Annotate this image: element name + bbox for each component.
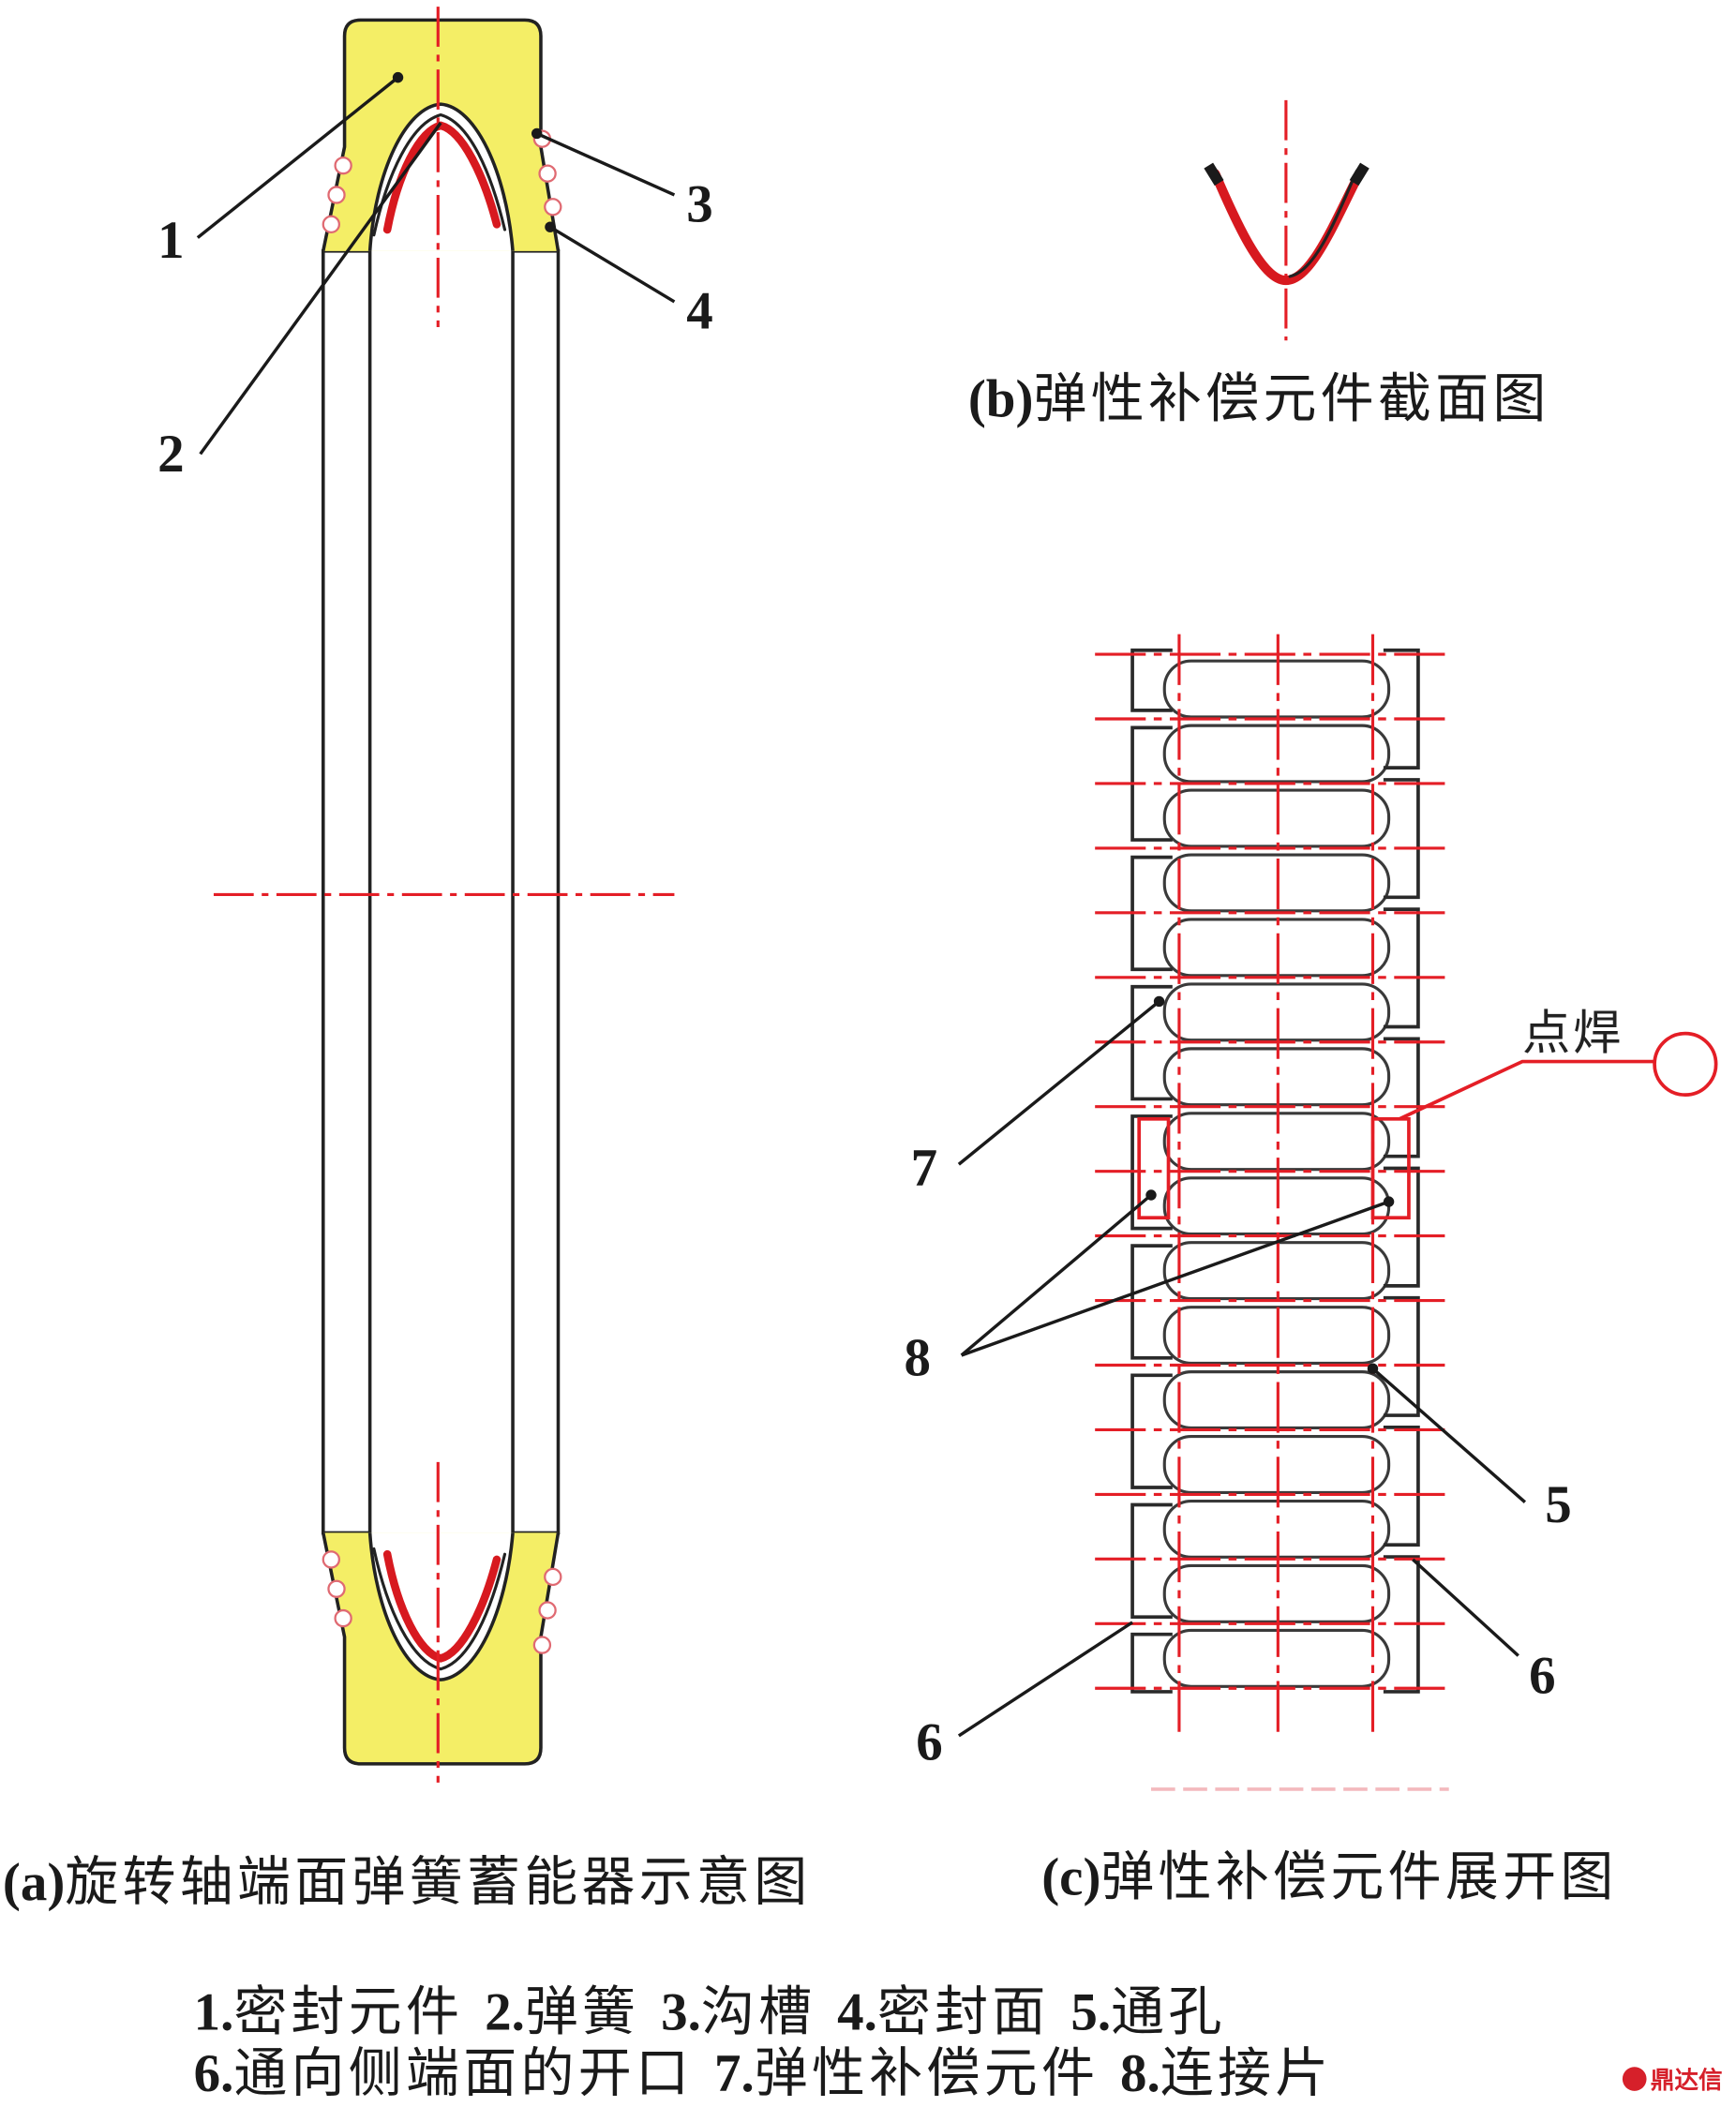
caption-b-label: (b): [968, 369, 1034, 428]
caption-b: (b)弹性补偿元件截面图: [968, 367, 1550, 429]
legend-text: 弹性补偿元件: [755, 2042, 1099, 2104]
legend-text: 通向侧端面的开口: [233, 2042, 693, 2104]
groove: [334, 156, 352, 175]
legend-line-1: 1.密封元件 2.弹簧 3.沟槽 4.密封面 5.通孔: [194, 1980, 1226, 2042]
left-tab: [1130, 1502, 1173, 1620]
legend-text: 弹簧: [525, 1980, 640, 2042]
spot-weld-leader: [1399, 1059, 1654, 1121]
spot-weld-label: 点焊: [1522, 1006, 1624, 1062]
callout-8: 8: [904, 1328, 930, 1387]
right-tab: [1383, 648, 1420, 770]
spot-weld-left: [1137, 1116, 1171, 1220]
legend-num: 5.: [1070, 1982, 1111, 2041]
spot-weld-right: [1370, 1116, 1411, 1220]
legend-num: 6.: [194, 2044, 234, 2103]
legend-text: 沟槽: [701, 1980, 816, 2042]
spot-weld-symbol: [1653, 1031, 1718, 1098]
callout-7: 7: [911, 1139, 937, 1198]
leader-8b: [961, 1200, 1390, 1357]
watermark-logo-icon: [1622, 2067, 1647, 2091]
legend-num: 8.: [1120, 2044, 1160, 2103]
legend-text: 通孔: [1111, 1980, 1226, 2042]
right-tab: [1383, 1295, 1420, 1417]
groove: [538, 164, 557, 183]
legend-num: 3.: [661, 1982, 701, 2041]
callout-3: 3: [686, 174, 712, 233]
section-end-right: [1349, 162, 1369, 187]
leader-1: [196, 76, 399, 239]
legend-num: 2.: [485, 1982, 525, 2041]
section-end-left: [1204, 162, 1224, 187]
legend-num: 1.: [194, 1982, 234, 2041]
legend-text: 密封面: [877, 1980, 1050, 2042]
right-tab: [1383, 907, 1420, 1029]
groove: [327, 186, 346, 204]
caption-c-text: 弹性补偿元件展开图: [1100, 1845, 1617, 1907]
leader-6-right: [1412, 1558, 1519, 1657]
callout-2: 2: [157, 425, 184, 484]
callout-5: 5: [1545, 1475, 1571, 1534]
seal-element-bottom: [323, 1532, 561, 1763]
leader-dot: [1145, 1189, 1157, 1201]
leader-6-left: [957, 1621, 1134, 1738]
caption-c: (c)弹性补偿元件展开图: [1041, 1845, 1617, 1907]
seal-outline: [322, 18, 561, 252]
figure-b: (b)弹性补偿元件截面图: [968, 99, 1550, 429]
caption-c-label: (c): [1041, 1847, 1100, 1906]
leader-dot: [1153, 995, 1165, 1008]
leader-2: [199, 122, 442, 456]
right-tab: [1383, 1037, 1420, 1158]
leader-dot: [531, 127, 543, 140]
right-tab: [1383, 1426, 1420, 1547]
legend-text: 密封元件: [233, 1980, 463, 2042]
legend-line-2: 6.通向侧端面的开口 7.弹性补偿元件 8.连接片: [194, 2042, 1333, 2104]
leader-4: [549, 225, 676, 304]
figure-c: 点焊 7 8 5 6 6 (c)弹性补偿元件展开图: [904, 634, 1718, 1907]
watermark-text: 鼎达信: [1651, 2067, 1723, 2095]
caption-a: (a)旋转轴端面弹簧蓄能器示意图: [3, 1851, 812, 1913]
right-strip: [511, 249, 561, 1535]
leader-dot: [1383, 1196, 1395, 1207]
legend-text: 连接片: [1160, 2042, 1333, 2104]
leader-7: [957, 1000, 1160, 1166]
callout-4: 4: [686, 281, 712, 340]
groove: [322, 215, 341, 234]
right-tab: [1383, 778, 1420, 900]
spring-black-edge: [372, 112, 507, 237]
centerline-grid: [1095, 634, 1449, 1736]
caption-a-label: (a): [3, 1853, 65, 1912]
leader-dot: [545, 221, 556, 232]
left-tab: [1130, 1632, 1173, 1694]
groove: [544, 198, 562, 217]
leader-8a: [960, 1193, 1153, 1357]
right-tab: [1383, 1166, 1420, 1288]
leader-dot: [1367, 1363, 1379, 1374]
seal-element-top: [322, 18, 562, 252]
left-tab: [1130, 648, 1173, 712]
callout-6-right: 6: [1529, 1646, 1555, 1705]
left-tab: [1130, 1373, 1173, 1489]
leader-dot: [392, 71, 404, 83]
spring-cavity: [367, 102, 515, 251]
section-profile-edge: [1288, 169, 1358, 278]
left-strip: [321, 249, 372, 1535]
leader-5: [1371, 1367, 1527, 1503]
legend-num: 7.: [714, 2044, 755, 2103]
watermark: 鼎达信: [1622, 2067, 1723, 2095]
callout-1: 1: [157, 211, 184, 270]
figure-a: 1 2 3 4 (a)旋转轴端面弹簧蓄能器示意图: [3, 7, 812, 1913]
legend-num: 4.: [837, 1982, 877, 2041]
spring-loop: [1162, 853, 1391, 913]
caption-b-text: 弹性补偿元件截面图: [1033, 367, 1549, 429]
legend: 1.密封元件 2.弹簧 3.沟槽 4.密封面 5.通孔 6.通向侧端面的开口 7.弹性补偿…: [194, 1980, 1333, 2104]
leader-3: [536, 131, 676, 197]
callout-6-left: 6: [916, 1713, 942, 1772]
caption-a-text: 旋转轴端面弹簧蓄能器示意图: [65, 1851, 811, 1913]
